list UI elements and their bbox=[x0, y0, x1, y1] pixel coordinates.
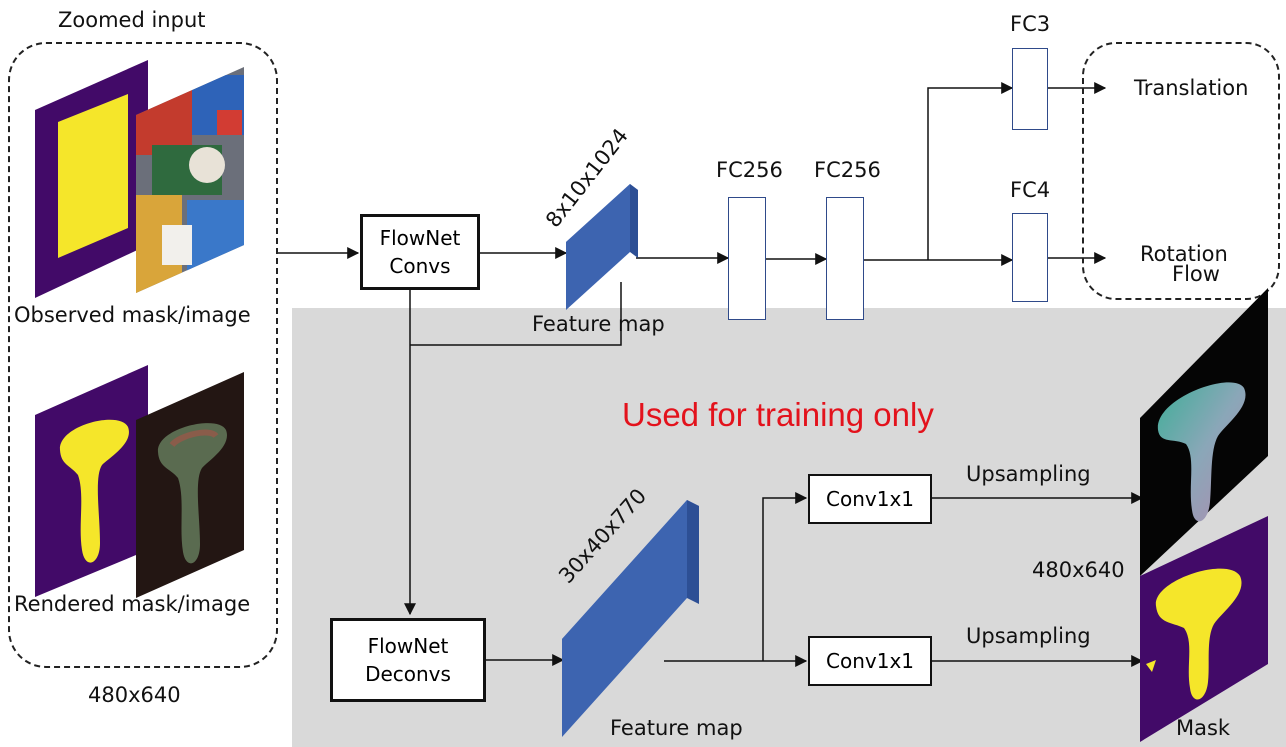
flow-output-image bbox=[1140, 288, 1268, 576]
feature-top-label: Feature map bbox=[532, 312, 665, 336]
conv-bottom-label: Conv1x1 bbox=[826, 649, 914, 673]
conv1x1-top-box: Conv1x1 bbox=[808, 474, 932, 524]
pose-output-panel bbox=[1082, 42, 1280, 300]
fc3-label: FC3 bbox=[1010, 12, 1051, 36]
fc256-b-box bbox=[826, 197, 864, 320]
decoder-line1: FlowNet bbox=[367, 634, 449, 658]
feature-map-top bbox=[566, 184, 638, 310]
upsampling-bottom-label: Upsampling bbox=[966, 624, 1091, 648]
observed-label: Observed mask/image bbox=[14, 303, 251, 327]
translation-label: Translation bbox=[1134, 76, 1249, 100]
training-only-note: Used for training only bbox=[622, 396, 934, 433]
rotation-label: Rotation bbox=[1140, 242, 1228, 266]
flow-label: Flow bbox=[1172, 262, 1220, 286]
input-resolution: 480x640 bbox=[88, 683, 181, 707]
input-panel bbox=[8, 42, 278, 668]
fc4-label: FC4 bbox=[1010, 178, 1051, 202]
observed-mask-image bbox=[35, 60, 148, 298]
fc256-a-label: FC256 bbox=[716, 158, 783, 182]
mask-output-image bbox=[1140, 516, 1268, 742]
fc4-box bbox=[1012, 213, 1048, 302]
upsampling-top-label: Upsampling bbox=[966, 462, 1091, 486]
feature-bottom-label: Feature map bbox=[610, 716, 743, 740]
observed-rgb-image bbox=[136, 67, 244, 293]
decoder-line2: Deconvs bbox=[365, 662, 451, 686]
conv1x1-bottom-box: Conv1x1 bbox=[808, 636, 932, 686]
rendered-rgb-image bbox=[136, 372, 244, 598]
rendered-label: Rendered mask/image bbox=[14, 592, 251, 616]
fc256-a-box bbox=[728, 197, 766, 320]
fc3-box bbox=[1012, 48, 1048, 130]
encoder-line1: FlowNet bbox=[379, 226, 461, 250]
feature-map-bottom bbox=[562, 500, 699, 737]
rendered-mask-image bbox=[35, 365, 148, 597]
fc256-b-label: FC256 bbox=[814, 158, 881, 182]
mask-label: Mask bbox=[1176, 716, 1231, 740]
conv-top-label: Conv1x1 bbox=[826, 487, 914, 511]
encoder-line2: Convs bbox=[389, 254, 451, 278]
output-resolution: 480x640 bbox=[1032, 558, 1125, 582]
input-title: Zoomed input bbox=[58, 8, 206, 32]
